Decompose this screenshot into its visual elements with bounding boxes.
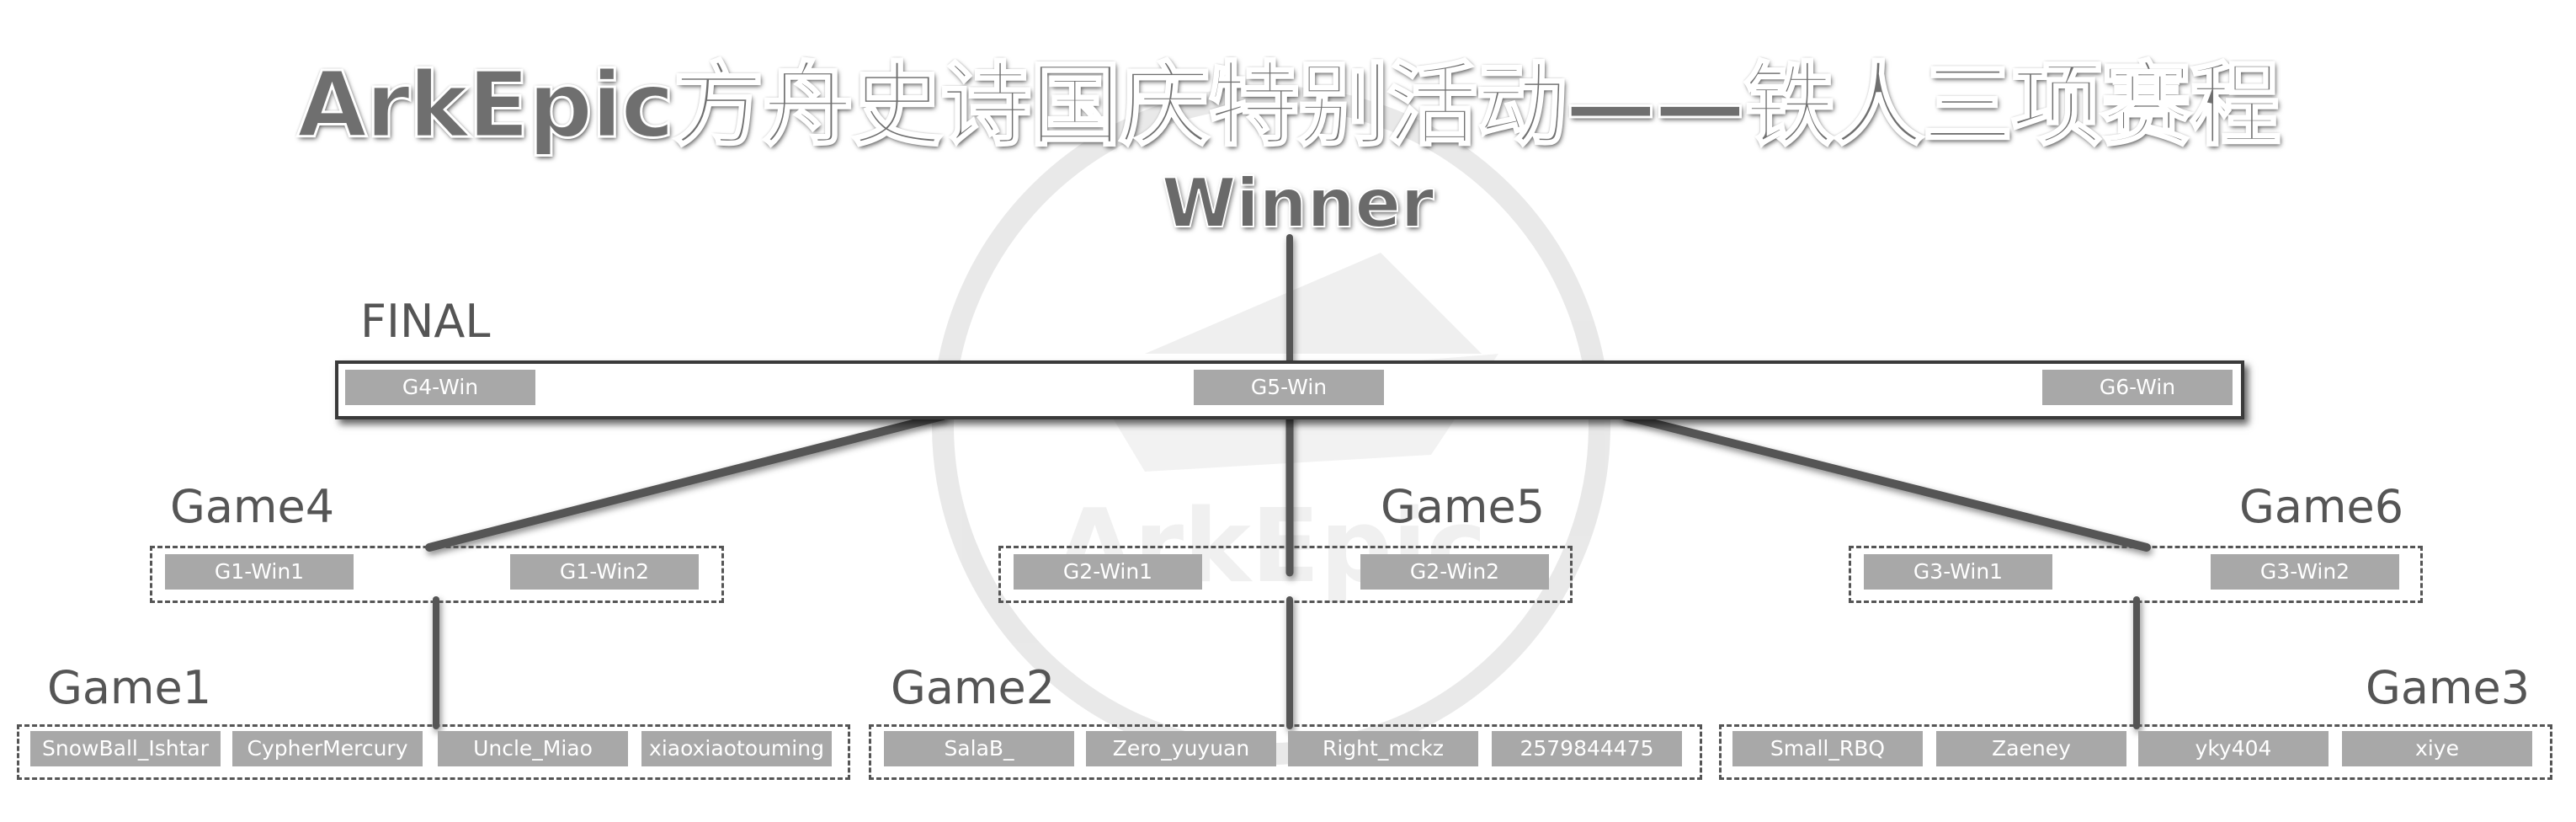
game6-label: Game6 xyxy=(2239,480,2404,533)
game1-player: xiaoxiaotouming xyxy=(641,731,832,766)
final-slot-g4: G4-Win xyxy=(345,370,535,405)
game3-box xyxy=(1719,724,2552,780)
page-title: ArkEpic方舟史诗国庆特别活动——铁人三项赛程 xyxy=(295,52,2282,160)
game3-player: Zaeney xyxy=(1936,731,2126,766)
game4-box xyxy=(150,546,724,603)
game6-slot-2: G3-Win2 xyxy=(2211,554,2399,590)
winner-label: Winner xyxy=(1161,163,1434,243)
game4-slot-2: G1-Win2 xyxy=(510,554,699,590)
final-to-game4-connector xyxy=(425,412,947,552)
final-label: FINAL xyxy=(360,295,491,348)
game1-player: SnowBall_Ishtar xyxy=(30,731,221,766)
game5-box xyxy=(998,546,1573,603)
game2-player: 2579844475 xyxy=(1492,731,1682,766)
final-slot-g6: G6-Win xyxy=(2042,370,2233,405)
game3-player: Small_RBQ xyxy=(1732,731,1923,766)
game5-slot-1: G2-Win1 xyxy=(1014,554,1202,590)
game1-box xyxy=(17,724,850,780)
game2-player: Zero_yuyuan xyxy=(1086,731,1276,766)
game2-player: SalaB_ xyxy=(884,731,1074,766)
game4-label: Game4 xyxy=(170,480,335,533)
game2-box xyxy=(869,724,1702,780)
game2-player: Right_mckz xyxy=(1288,731,1478,766)
game6-slot-1: G3-Win1 xyxy=(1864,554,2052,590)
game3-player: yky404 xyxy=(2138,731,2329,766)
final-slot-g5: G5-Win xyxy=(1194,370,1384,405)
game6-box xyxy=(1849,546,2423,603)
game4-slot-1: G1-Win1 xyxy=(165,554,354,590)
game5-label: Game5 xyxy=(1381,480,1546,533)
final-to-game6-connector xyxy=(1621,412,2151,552)
game2-label: Game2 xyxy=(891,661,1056,714)
game1-player: CypherMercury xyxy=(232,731,423,766)
game5-slot-2: G2-Win2 xyxy=(1360,554,1549,590)
game3-player: xiye xyxy=(2342,731,2532,766)
game3-label: Game3 xyxy=(2366,661,2531,714)
game1-player: Uncle_Miao xyxy=(438,731,628,766)
game1-label: Game1 xyxy=(47,661,212,714)
